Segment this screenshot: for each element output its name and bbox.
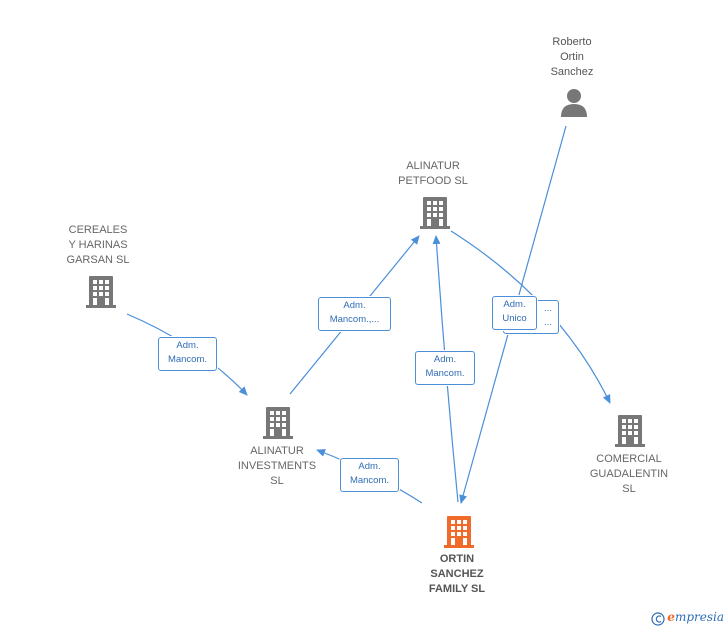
node-label-roberto[interactable]: Roberto Ortin Sanchez [550, 36, 594, 78]
edge-label-investments-petfood[interactable]: Adm. Mancom.,... [318, 297, 391, 331]
copyright-icon [651, 612, 665, 626]
building-icon-petfood [420, 197, 450, 229]
brand-e: e [667, 610, 675, 624]
edge-label-ortin-investments[interactable]: Adm. Mancom. [340, 458, 399, 492]
brand-name: mpresia [674, 610, 724, 624]
node-label-ortin[interactable]: ORTIN SANCHEZ FAMILY SL [428, 553, 486, 595]
edge-label-cereales-investments[interactable]: Adm. Mancom. [158, 337, 217, 371]
building-icon-investments [263, 407, 293, 439]
node-label-cereales[interactable]: CEREALES Y HARINAS GARSAN SL [66, 224, 130, 266]
node-label-comercial[interactable]: COMERCIAL GUADALENTIN SL [589, 453, 669, 495]
edge-label-ortin-petfood[interactable]: Adm. Mancom. [415, 351, 475, 385]
building-icon-ortin [444, 516, 474, 548]
building-icon-cereales [86, 276, 116, 308]
brand-footer: © empresia [655, 610, 724, 624]
building-icon-comercial [615, 415, 645, 447]
node-label-petfood[interactable]: ALINATUR PETFOOD SL [398, 160, 468, 187]
edge-label-roberto-ortin[interactable]: Adm. Unico [492, 296, 537, 330]
node-label-investments[interactable]: ALINATUR INVESTMENTS SL [237, 445, 317, 487]
person-icon [561, 89, 587, 117]
